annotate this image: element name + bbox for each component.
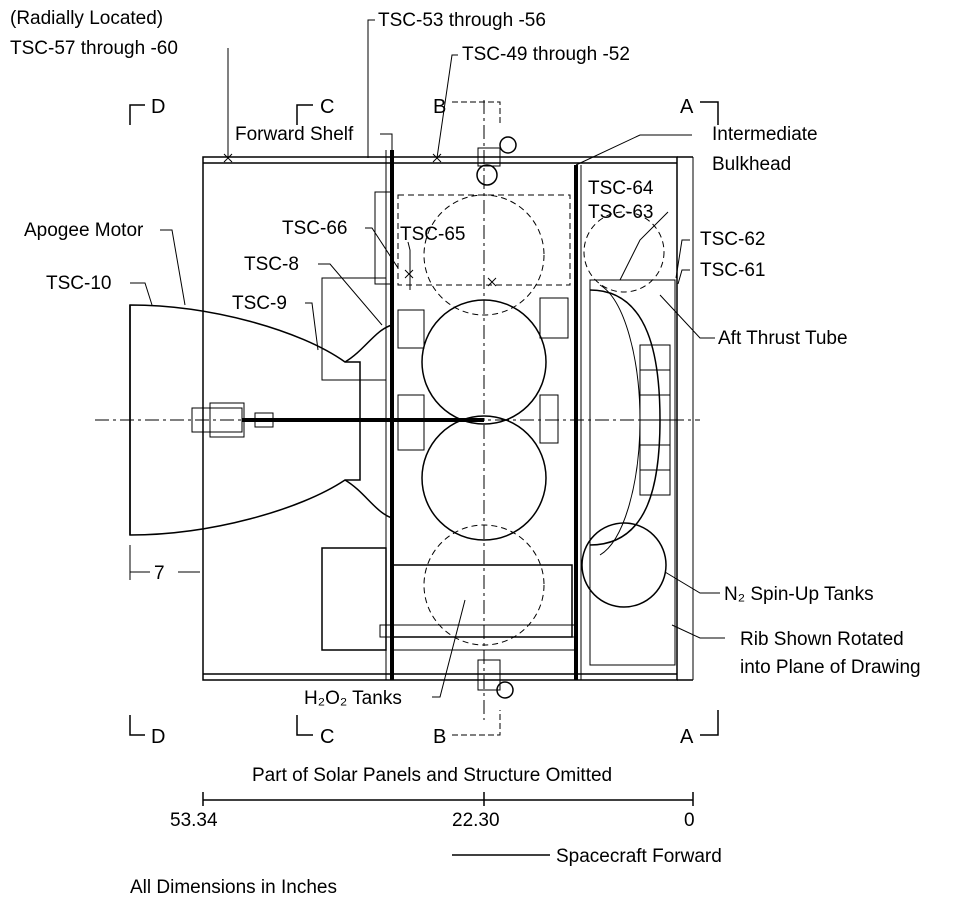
section-markers: D C B A D C B A — [129, 96, 719, 748]
mounts — [476, 136, 517, 699]
label-apogee-motor: Apogee Motor — [24, 220, 144, 241]
label-tsc-9: TSC-9 — [232, 293, 287, 314]
section-b-bottom: B — [433, 726, 446, 748]
label-tsc-62: TSC-62 — [700, 229, 765, 250]
dimension-7-label: 7 — [154, 563, 165, 584]
section-a-bottom: A — [680, 726, 694, 748]
label-radially-located: (Radially Located) — [10, 8, 163, 29]
label-rib-line1: Rib Shown Rotated — [740, 629, 904, 650]
n2-spinup-tanks — [581, 211, 676, 666]
label-tsc-66: TSC-66 — [282, 218, 347, 239]
label-tsc-63: TSC-63 — [588, 202, 653, 223]
label-tsc-57-60: TSC-57 through -60 — [10, 38, 178, 59]
label-tsc-53-56: TSC-53 through -56 — [378, 10, 546, 31]
label-tsc-10: TSC-10 — [46, 273, 111, 294]
label-h2o2-tanks: H₂O₂ Tanks — [304, 688, 402, 709]
section-a-top: A — [680, 96, 694, 118]
left-components — [321, 191, 576, 651]
label-intermediate: Intermediate — [712, 124, 818, 145]
section-d-bottom: D — [151, 726, 165, 748]
dimension-7: 7 — [129, 545, 200, 584]
label-all-dimensions: All Dimensions in Inches — [130, 877, 337, 898]
leader-lines — [130, 19, 725, 698]
label-bulkhead: Bulkhead — [712, 154, 791, 175]
h2o2-tanks — [397, 194, 571, 646]
label-forward-shelf: Forward Shelf — [235, 124, 354, 145]
label-aft-thrust-tube: Aft Thrust Tube — [718, 328, 848, 349]
label-tsc-61: TSC-61 — [700, 260, 765, 281]
label-n2-spinup-tanks: N₂ Spin-Up Tanks — [724, 584, 874, 605]
callout-labels: (Radially Located) TSC-57 through -60 TS… — [10, 8, 921, 898]
section-c-top: C — [320, 96, 334, 118]
label-part-omitted: Part of Solar Panels and Structure Omitt… — [252, 765, 612, 786]
scale-right-value: 0 — [684, 810, 695, 831]
spacecraft-forward-indicator: Spacecraft Forward — [452, 846, 722, 867]
label-tsc-49-52: TSC-49 through -52 — [462, 44, 630, 65]
label-tsc-8: TSC-8 — [244, 254, 299, 275]
section-d-top: D — [151, 96, 165, 118]
outer-structure — [202, 156, 694, 681]
scale-left-value: 53.34 — [170, 810, 218, 831]
sensor-marks — [223, 153, 497, 287]
label-tsc-65: TSC-65 — [400, 224, 465, 245]
section-c-bottom: C — [320, 726, 334, 748]
label-spacecraft-forward: Spacecraft Forward — [556, 846, 722, 867]
label-tsc-64: TSC-64 — [588, 178, 654, 199]
section-b-top: B — [433, 96, 446, 118]
apogee-motor — [129, 304, 484, 536]
label-rib-line2: into Plane of Drawing — [740, 657, 921, 678]
scale-mid-value: 22.30 — [452, 810, 500, 831]
aft-thrust-tube — [539, 284, 671, 556]
dimension-scale: 53.34 22.30 0 — [170, 792, 695, 831]
